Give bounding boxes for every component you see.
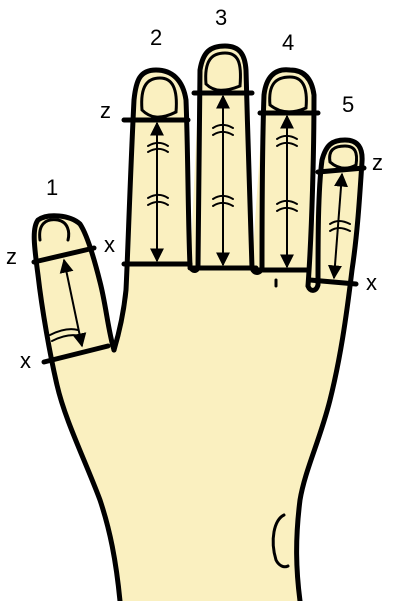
finger-number-4: 4 — [282, 30, 294, 55]
thumb-z-label: z — [6, 244, 17, 269]
finger-number-2: 2 — [150, 25, 162, 50]
finger-number-3: 3 — [215, 5, 227, 30]
finger-number-1: 1 — [46, 175, 58, 200]
finger-number-5: 5 — [342, 92, 354, 117]
little-z-label: z — [372, 150, 383, 175]
little-x-label: x — [366, 270, 377, 295]
index-z-label: z — [100, 98, 111, 123]
thumb-x-label: x — [20, 348, 31, 373]
index-x-label: x — [104, 232, 115, 257]
